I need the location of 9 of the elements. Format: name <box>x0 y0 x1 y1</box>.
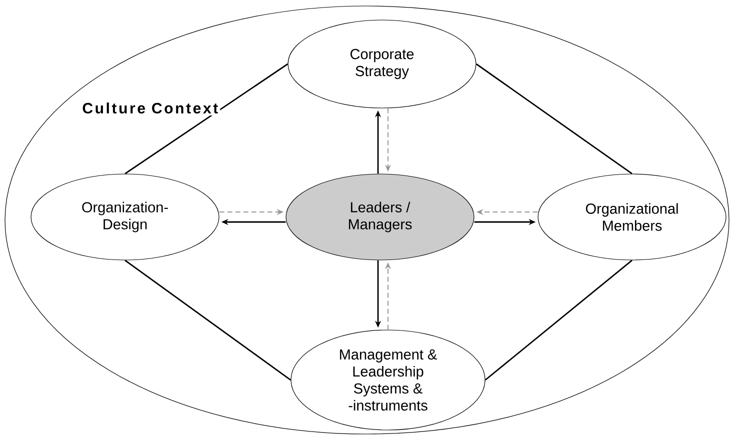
ellipse-node: Organizational Members <box>538 174 726 260</box>
ellipse-node: Management & Leadership Systems & -instruments <box>290 330 486 430</box>
ellipse-node: Organization- Design <box>30 174 220 260</box>
connector-line <box>124 63 288 174</box>
connector-line <box>484 260 632 381</box>
connector-line <box>124 260 292 381</box>
connector-line <box>476 63 632 174</box>
context-heading: Culture Context <box>80 100 220 116</box>
ellipse-node: Corporate Strategy <box>288 20 476 108</box>
